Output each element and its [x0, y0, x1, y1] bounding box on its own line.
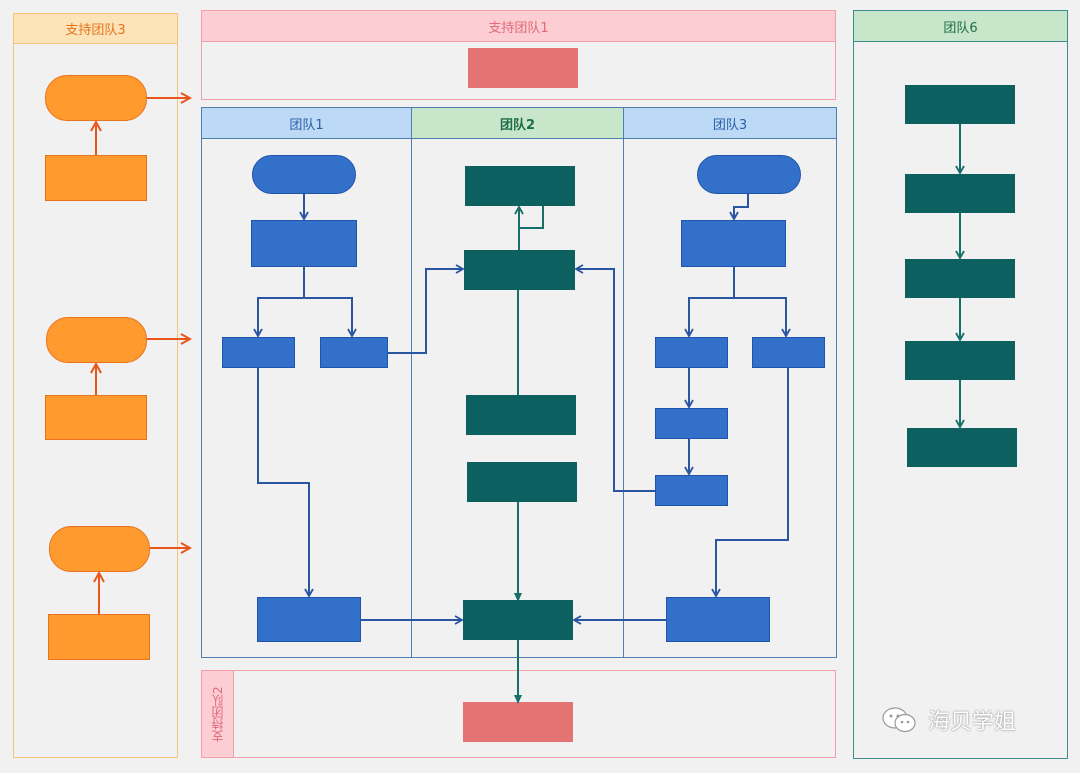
team-3-process-left — [655, 337, 728, 368]
team-6-process-3 — [905, 259, 1015, 298]
team-1-process-1 — [251, 220, 357, 267]
wechat-icon — [882, 707, 916, 733]
support-team-3-process-3 — [48, 614, 150, 660]
support-team-1-lane: 支持团队1 — [201, 10, 836, 100]
team-1-process-bottom — [257, 597, 361, 642]
team-1-process-right — [320, 337, 388, 368]
support-team-1-label: 支持团队1 — [488, 20, 549, 36]
team-3-process-1 — [681, 220, 786, 267]
team-6-lane: 团队6 — [853, 10, 1068, 759]
team-1-start — [252, 155, 356, 194]
team-3-process-3 — [655, 475, 728, 506]
team-6-label: 团队6 — [943, 20, 978, 36]
support-team-2-label: 支持团队2 — [211, 686, 225, 742]
team-3-start — [697, 155, 801, 194]
support-team-3-terminal-1 — [45, 75, 147, 121]
team-2-process-mid-1 — [466, 395, 576, 435]
team-1-process-left — [222, 337, 295, 368]
team-1-header: 团队1 — [202, 108, 411, 139]
team-2-header: 团队2 — [412, 108, 623, 139]
support-team-3-header: 支持团队3 — [14, 14, 177, 44]
team-6-process-2 — [905, 174, 1015, 213]
watermark-text: 海贝学姐 — [928, 710, 1017, 735]
team-3-process-right — [752, 337, 825, 368]
team-3-label: 团队3 — [712, 117, 748, 133]
support-team-3-lane: 支持团队3 — [13, 13, 178, 758]
watermark: 海贝学姐 — [880, 704, 1016, 736]
team-6-header: 团队6 — [854, 11, 1067, 42]
support-team-3-label: 支持团队3 — [65, 23, 126, 38]
support-team-3-process-2 — [45, 395, 147, 440]
support-team-3-terminal-2 — [46, 317, 147, 363]
team-2-label: 团队2 — [499, 117, 536, 133]
team-6-process-4 — [905, 341, 1015, 380]
team-6-process-5 — [907, 428, 1017, 467]
support-team-2-header: 支持团队2 — [202, 671, 234, 757]
team-2-process-merge — [463, 600, 573, 640]
support-team-3-process-1 — [45, 155, 147, 201]
team-3-process-bottom — [666, 597, 770, 642]
support-team-2-box — [463, 702, 573, 742]
team-3-process-2 — [655, 408, 728, 439]
team-2-process-top — [465, 166, 575, 206]
support-team-1-header: 支持团队1 — [202, 11, 835, 42]
team-6-process-1 — [905, 85, 1015, 124]
team-3-header: 团队3 — [624, 108, 836, 139]
support-team-3-terminal-3 — [49, 526, 150, 572]
support-team-1-box — [468, 48, 578, 88]
team-2-process-hub — [464, 250, 575, 290]
team-2-process-mid-2 — [467, 462, 577, 502]
team-1-label: 团队1 — [289, 117, 324, 133]
